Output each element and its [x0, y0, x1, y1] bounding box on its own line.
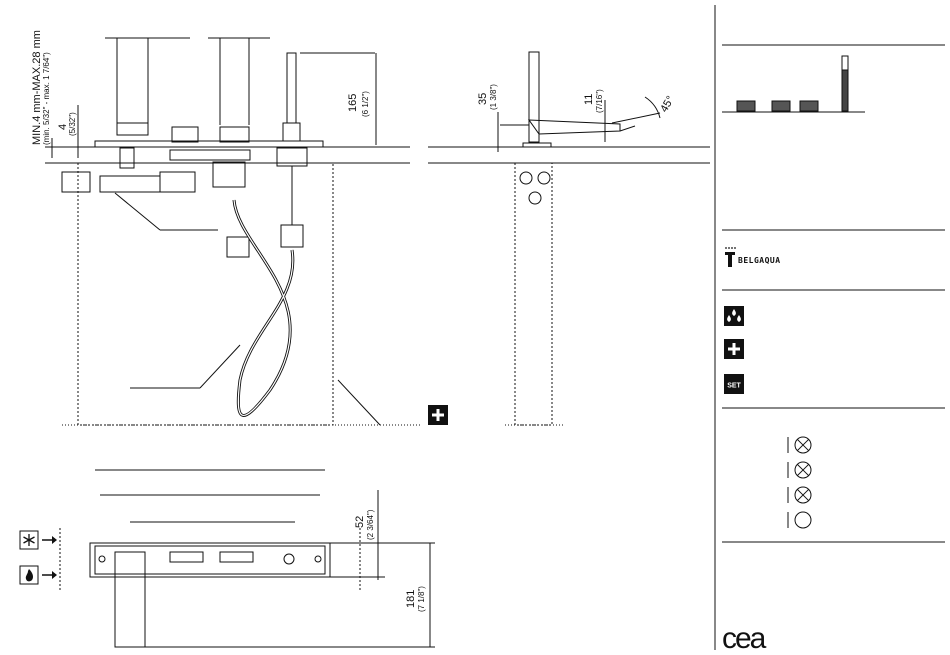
- plus-icon: [428, 405, 448, 425]
- depth-dimension: 181: [405, 590, 417, 608]
- brand-name: BELGAQUA: [738, 256, 781, 265]
- arrow-right-icon: [42, 571, 57, 579]
- spout-height-inch: (1 3/8"): [489, 84, 498, 110]
- min-max-inch-label: (min. 5/32" - max. 1 7/64"): [42, 52, 51, 145]
- spout-height-dimension: 35: [477, 93, 489, 105]
- product-preview: [722, 56, 865, 112]
- set-badge-label: SET: [727, 383, 741, 390]
- plus-icon: [724, 339, 744, 359]
- height-dimension: 165: [347, 94, 359, 112]
- cea-logo: cea: [722, 622, 767, 655]
- cold-inlet: [20, 531, 57, 549]
- water-drops-icon: [724, 306, 744, 326]
- width-dimension-inch: (2 3/64"): [366, 509, 375, 540]
- finish-indicator-crossed: [795, 462, 811, 478]
- spout-angle: 45°: [658, 94, 677, 114]
- spout-gap-inch: (7/16"): [595, 89, 604, 113]
- finish-indicator-open: [795, 512, 811, 528]
- belgaqua-logo-icon: [725, 247, 736, 267]
- arrow-right-icon: [42, 536, 57, 544]
- finish-indicator-crossed: [795, 437, 811, 453]
- width-dimension: 52: [354, 516, 366, 528]
- spout-gap-dimension: 11: [583, 94, 595, 105]
- height-dimension-inch: (6 1/2"): [361, 91, 370, 117]
- depth-dimension-inch: (7 1/8"): [417, 586, 426, 612]
- finish-indicator-crossed: [795, 487, 811, 503]
- deck-dimension-inch: (5/32"): [68, 112, 77, 136]
- hot-inlet: [20, 566, 57, 584]
